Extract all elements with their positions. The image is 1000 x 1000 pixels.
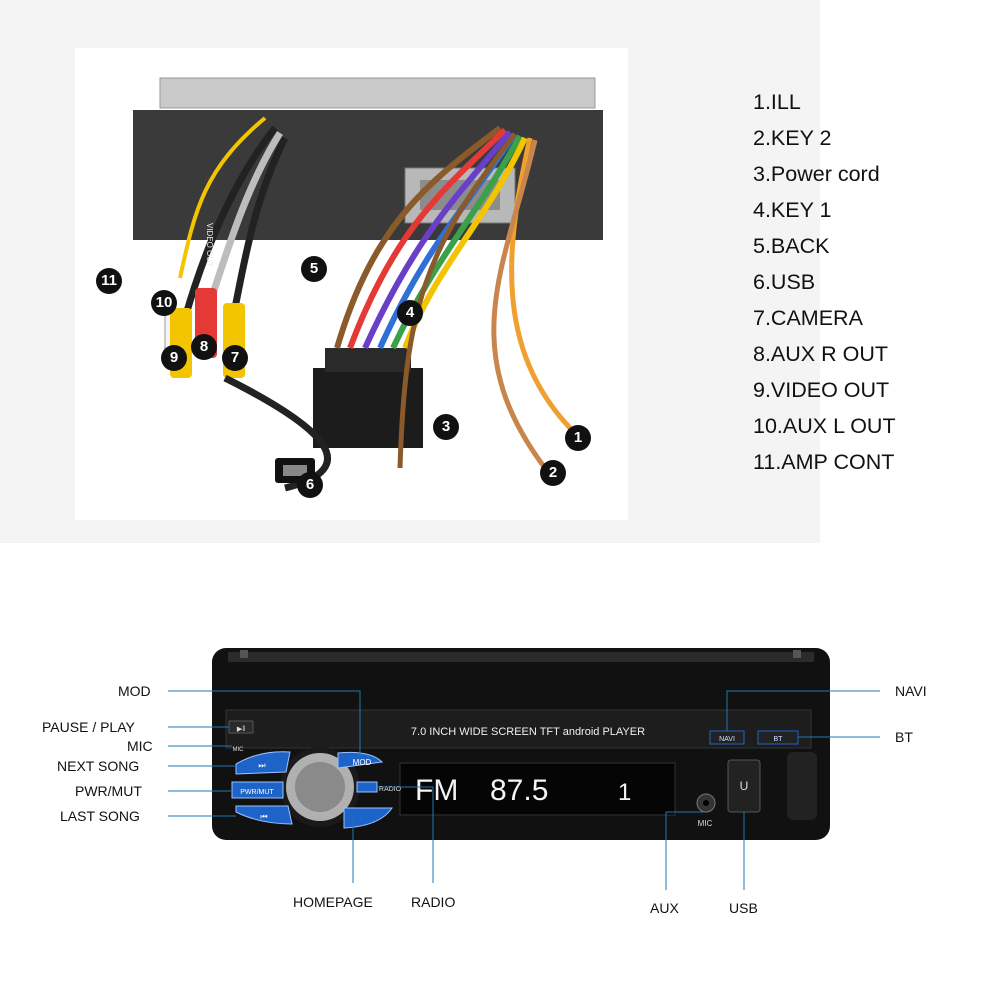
legend-item: 8.AUX R OUT bbox=[753, 342, 888, 366]
usb-port-label: U bbox=[740, 779, 749, 793]
wiring-photo: VIDEO OUT 1 2 3 4 5 6 7 8 9 10 11 bbox=[75, 48, 628, 520]
callout-mod: MOD bbox=[118, 683, 151, 699]
callout-next-song: NEXT SONG bbox=[57, 758, 140, 774]
display-channel: 1 bbox=[618, 779, 631, 806]
leader-lines bbox=[168, 690, 880, 890]
legend-item: 4.KEY 1 bbox=[753, 198, 832, 222]
radio-label: RADIO bbox=[379, 786, 402, 793]
tag-video-out: VIDEO OUT bbox=[205, 223, 214, 267]
callout-radio: RADIO bbox=[411, 894, 456, 910]
wire-badge-8: 8 bbox=[191, 334, 217, 360]
wire-badge-5: 5 bbox=[301, 256, 327, 282]
pwr-label: PWR/MUT bbox=[240, 789, 274, 796]
faceplate-diagram: 7.0 INCH WIDE SCREEN TFT android PLAYER … bbox=[168, 648, 880, 890]
lcd-display bbox=[399, 762, 676, 816]
mic-small-label: MIC bbox=[233, 747, 245, 753]
wire-badge-3: 3 bbox=[433, 414, 459, 440]
navi-label: NAVI bbox=[719, 736, 735, 743]
legend-item: 6.USB bbox=[753, 270, 816, 294]
legend-item: 2.KEY 2 bbox=[753, 126, 832, 150]
banner-text: 7.0 INCH WIDE SCREEN TFT android PLAYER bbox=[411, 726, 645, 738]
legend-item: 10.AUX L OUT bbox=[753, 414, 896, 438]
wire-badge-6: 6 bbox=[297, 472, 323, 498]
wiring-legend: 1.ILL 2.KEY 2 3.Power cord 4.KEY 1 5.BAC… bbox=[753, 84, 896, 480]
radio-button bbox=[356, 781, 378, 793]
bt-label: BT bbox=[774, 736, 784, 743]
wire-badge-2: 2 bbox=[540, 460, 566, 486]
wiring-illustration: VIDEO OUT bbox=[133, 77, 603, 492]
callout-usb: USB bbox=[729, 900, 758, 916]
pwr-mut-button bbox=[231, 781, 284, 799]
callout-homepage: HOMEPAGE bbox=[293, 894, 373, 910]
legend-item: 5.BACK bbox=[753, 234, 830, 258]
callout-navi: NAVI bbox=[895, 683, 927, 699]
callout-aux: AUX bbox=[650, 900, 679, 916]
mod-button bbox=[337, 751, 384, 769]
mod-label: MOD bbox=[353, 758, 372, 767]
wire-badge-1: 1 bbox=[565, 425, 591, 451]
wire-badge-9: 9 bbox=[161, 345, 187, 371]
next-label: ⏭ bbox=[258, 761, 265, 770]
legend-item: 11.AMP CONT bbox=[753, 450, 895, 474]
wiring-section: VIDEO OUT 1 2 3 4 5 6 7 8 9 10 11 bbox=[0, 0, 820, 543]
head-unit-chassis bbox=[133, 110, 603, 240]
next-song-button bbox=[235, 751, 291, 775]
homepage-button bbox=[343, 807, 393, 829]
legend-item: 7.CAMERA bbox=[753, 306, 863, 330]
legend-item: 1.ILL bbox=[753, 90, 801, 114]
wire-badge-7: 7 bbox=[222, 345, 248, 371]
callout-last-song: LAST SONG bbox=[60, 808, 140, 824]
legend-item: 9.VIDEO OUT bbox=[753, 378, 890, 402]
callout-bt: BT bbox=[895, 729, 913, 745]
callout-mic: MIC bbox=[127, 738, 153, 754]
display-frequency: 87.5 bbox=[490, 774, 548, 807]
wire-badge-4: 4 bbox=[397, 300, 423, 326]
side-panel bbox=[787, 752, 817, 820]
display-band: FM bbox=[415, 774, 458, 807]
wire-badge-11: 11 bbox=[96, 268, 122, 294]
wire-badge-10: 10 bbox=[151, 290, 177, 316]
prev-label: ⏮ bbox=[260, 812, 267, 821]
legend-item: 3.Power cord bbox=[753, 162, 880, 186]
callout-pause-play: PAUSE / PLAY bbox=[42, 719, 135, 735]
mic-jack-label: MIC bbox=[698, 819, 713, 828]
play-label: ▶‖ bbox=[237, 726, 245, 733]
callout-pwr-mut: PWR/MUT bbox=[75, 783, 142, 799]
last-song-button bbox=[235, 805, 293, 825]
